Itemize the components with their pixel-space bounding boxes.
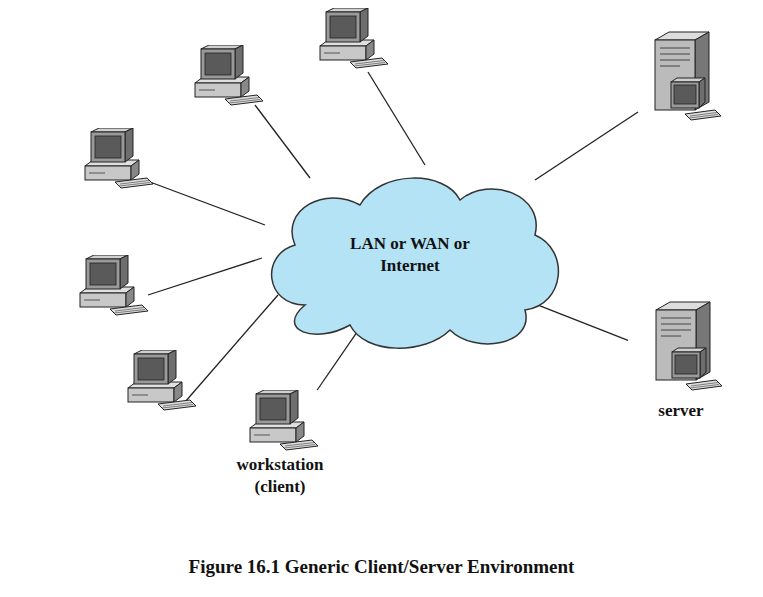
server-node: server [628, 300, 734, 422]
server-icon [636, 300, 726, 400]
network-cloud: LAN or WAN or Internet [245, 155, 575, 355]
workstation-icon [85, 128, 153, 188]
workstation-icon [195, 45, 263, 105]
workstation-icon [80, 255, 148, 315]
workstation-icon [240, 390, 320, 454]
network-link [317, 329, 359, 390]
network-link [525, 300, 628, 340]
figure-caption: Figure 16.1 Generic Client/Server Enviro… [0, 556, 763, 578]
node-label: server [628, 400, 734, 422]
network-label: LAN or WAN or Internet [345, 233, 475, 277]
network-link [148, 72, 638, 402]
server-icon [655, 32, 721, 120]
cloud-outline [245, 155, 575, 355]
workstation-icon [128, 350, 196, 410]
node-label: workstation (client) [212, 454, 348, 498]
workstation-node: workstation (client) [212, 390, 348, 498]
workstation-icon [320, 8, 388, 68]
